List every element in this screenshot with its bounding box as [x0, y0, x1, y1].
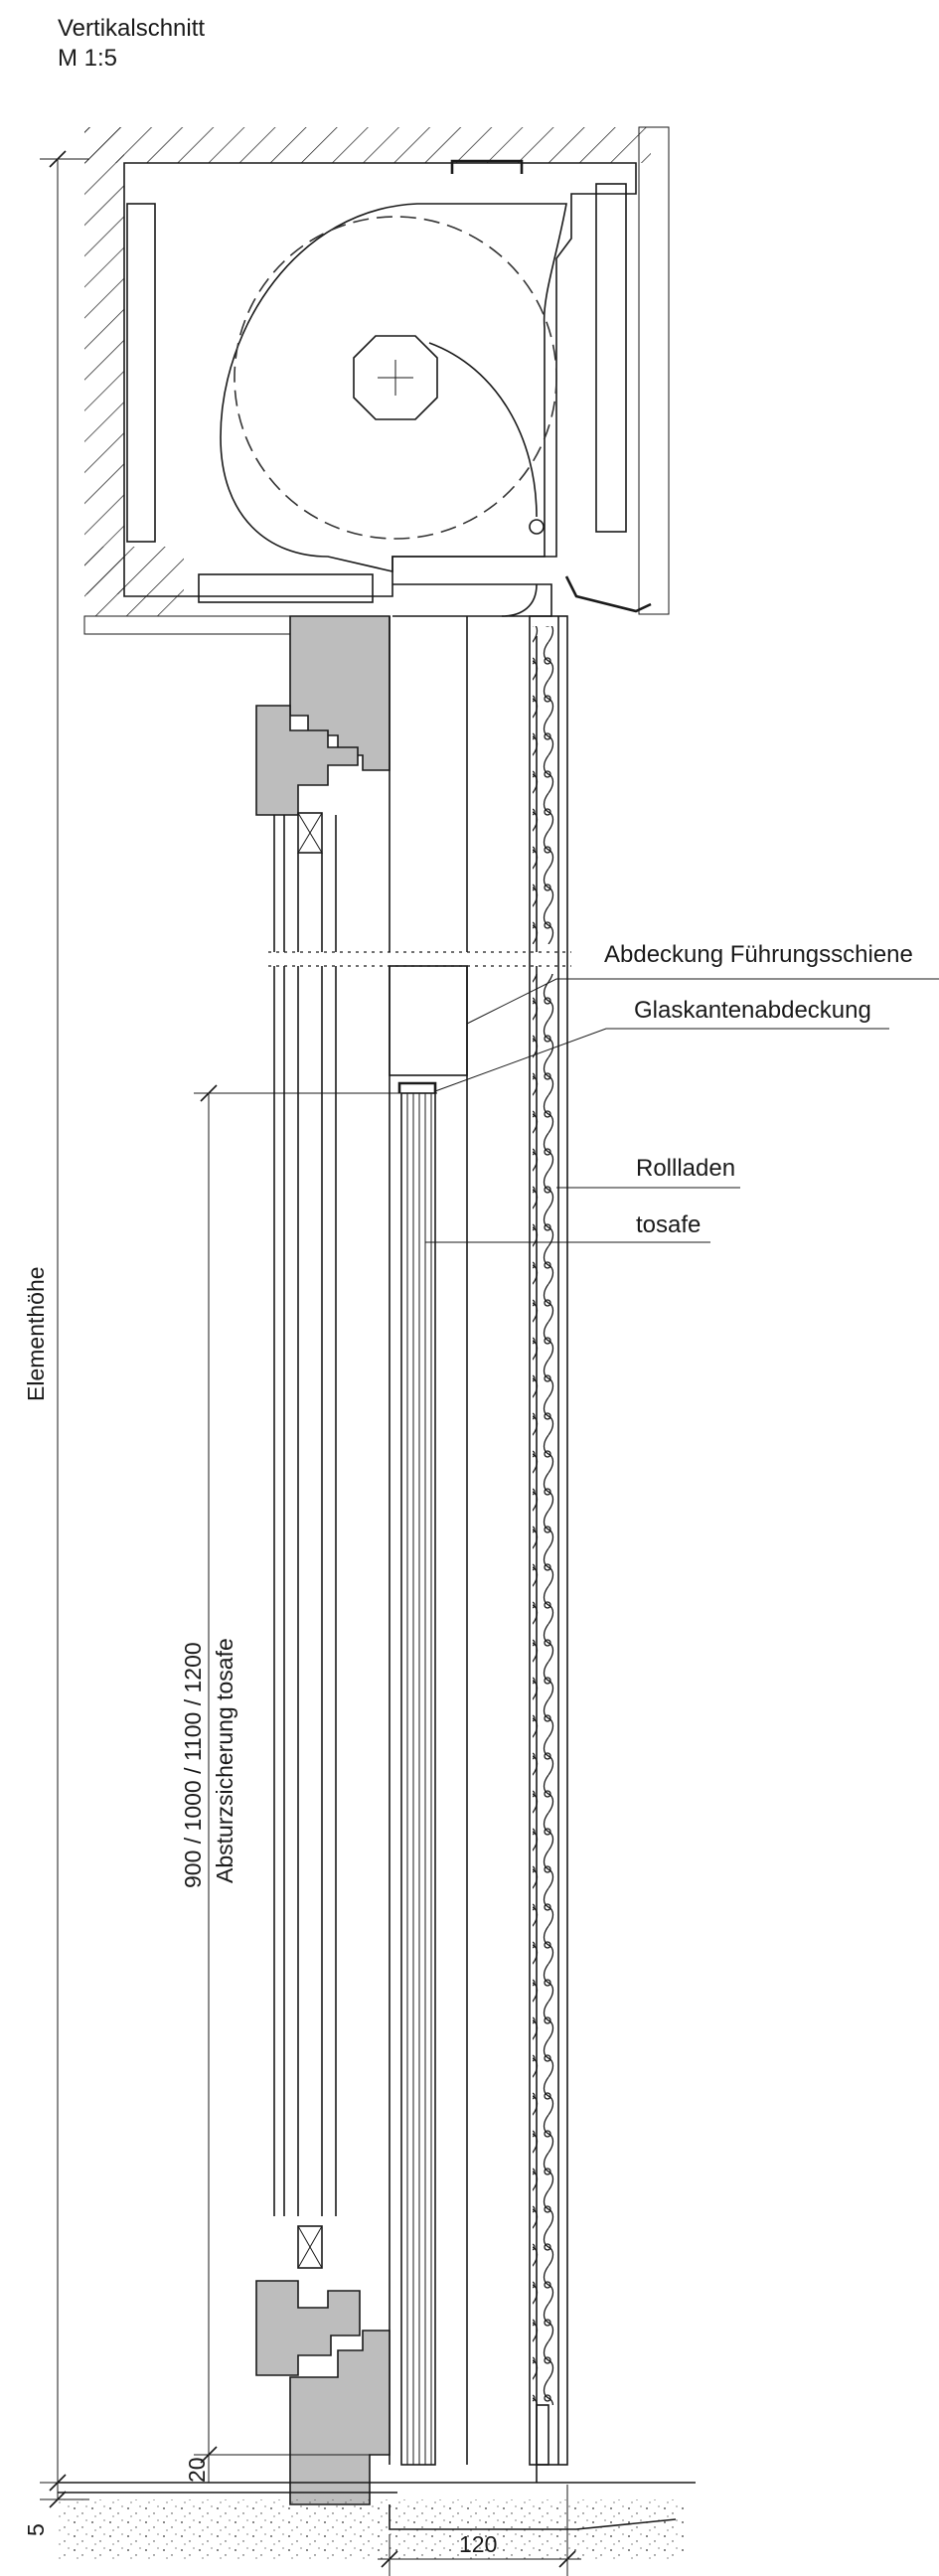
frame-sill-profile	[289, 2330, 391, 2505]
tosafe-panel	[400, 1092, 436, 2466]
shutter-bottom-bar	[536, 2404, 549, 2466]
insulation-strip-left	[126, 203, 156, 543]
top-clip	[450, 159, 524, 174]
leader-glaskante	[434, 1028, 889, 1092]
dim-label-5: 5	[23, 2523, 49, 2536]
dim-120	[378, 2485, 581, 2576]
dim-label-120: 120	[459, 2531, 497, 2557]
insulation-strip-right	[595, 183, 627, 533]
drawing-title: Vertikalschnitt	[58, 15, 205, 42]
sill-slope	[389, 2504, 677, 2530]
roller-box-cavity	[220, 203, 567, 573]
label-abdeckung-fuehrungsschiene: Abdeckung Führungsschiene	[604, 941, 913, 968]
dim-20	[194, 2454, 390, 2483]
glass-edge-cover-box	[389, 965, 468, 1076]
dim-5	[40, 2483, 89, 2508]
floor-screed	[58, 2499, 684, 2559]
leader-abdeckung	[466, 978, 939, 1025]
roller-box-insulation	[123, 162, 637, 597]
dim-label-element-height: Elementhöhe	[23, 1266, 49, 1401]
exterior-plaster-right	[638, 126, 670, 615]
glass-bead-bottom	[297, 2225, 323, 2269]
lintel-masonry-left	[84, 127, 124, 594]
slot-guide	[501, 583, 538, 617]
shutter-guide-rail	[529, 615, 568, 2466]
dim-element-height	[40, 150, 89, 2492]
roller-winding-circle	[234, 216, 557, 540]
lintel-masonry-bottom	[84, 547, 184, 616]
dim-absturz-label: Absturzsicherung tosafe	[212, 1638, 237, 1883]
lintel-box	[83, 126, 670, 635]
glaskantenabdeckung-clip	[397, 1081, 437, 1093]
rollladen-slats-upper	[533, 626, 554, 944]
glass-bead-top	[297, 812, 323, 854]
lintel-masonry-top	[84, 127, 651, 163]
insulation-strip-bottom	[198, 573, 374, 603]
dim-absturz	[194, 1084, 437, 2464]
box-slot	[392, 583, 552, 617]
window-head	[255, 615, 391, 854]
roller-shaft-octagon	[353, 335, 438, 420]
rollladen-slats-lower	[533, 974, 554, 2405]
label-glaskantenabdeckung: Glaskantenabdeckung	[634, 997, 871, 1024]
vertical-profiles	[273, 616, 538, 2466]
bead-cross-b	[297, 812, 323, 854]
leaders	[425, 978, 939, 1243]
label-tosafe: tosafe	[636, 1211, 701, 1238]
title-block: Vertikalschnitt M 1:5	[58, 15, 205, 72]
dim-label-20: 20	[184, 2457, 210, 2483]
strap-hook	[529, 519, 545, 535]
roller-strap	[428, 342, 538, 518]
drawing-scale: M 1:5	[58, 45, 117, 72]
dim-absturz-values: 900 / 1000 / 1100 / 1200	[180, 1642, 206, 1888]
window-sill	[58, 2225, 696, 2559]
drip-trim	[564, 575, 652, 613]
label-rollladen: Rollladen	[636, 1155, 735, 1182]
break-marks	[268, 951, 571, 967]
sash-sill-profile	[255, 2280, 361, 2376]
